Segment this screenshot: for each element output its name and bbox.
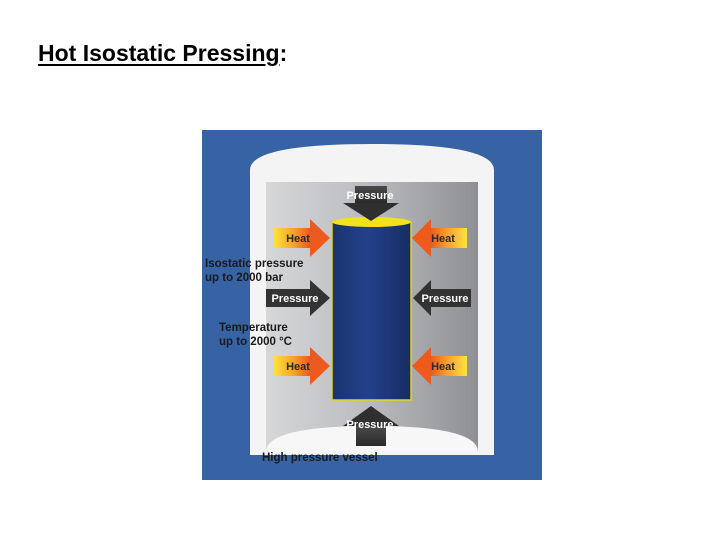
temperature-line1: Temperature <box>219 322 288 334</box>
heat-label-left-top: Heat <box>286 233 310 245</box>
pressure-arrow-right: Pressure <box>413 280 471 316</box>
heat-arrow-left-bottom: Heat <box>274 347 330 385</box>
isostatic-pressure-line1: Isostatic pressure <box>205 258 303 270</box>
pressure-arrow-left: Pressure <box>266 280 330 316</box>
pressure-arrow-top: Pressure <box>343 186 399 221</box>
heat-arrow-right-top: Heat <box>412 219 467 257</box>
slide-title-colon: : <box>279 40 288 66</box>
vessel-label: High pressure vessel <box>262 452 378 464</box>
temperature-line2: up to 2000 °C <box>219 336 292 348</box>
pressure-label-bottom: Pressure <box>346 419 393 431</box>
isostatic-pressure-line2: up to 2000 bar <box>205 272 283 284</box>
workpiece-top <box>332 217 411 227</box>
heat-label-right-bottom: Heat <box>431 361 455 373</box>
hip-diagram-svg: Pressure Pressure Pressure Pressure Heat… <box>202 130 542 480</box>
pressure-label-left: Pressure <box>271 293 318 305</box>
slide-title-text: Hot Isostatic Pressing <box>38 40 280 66</box>
workpiece <box>331 221 412 401</box>
heat-label-right-top: Heat <box>431 233 455 245</box>
heat-arrow-right-bottom: Heat <box>412 347 467 385</box>
heat-label-left-bottom: Heat <box>286 361 310 373</box>
pressure-label-top: Pressure <box>346 190 393 202</box>
heat-arrow-left-top: Heat <box>274 219 330 257</box>
pressure-arrow-bottom: Pressure <box>343 406 399 446</box>
slide-title: Hot Isostatic Pressing: <box>38 40 287 67</box>
pressure-label-right: Pressure <box>421 293 468 305</box>
hip-diagram: Pressure Pressure Pressure Pressure Heat… <box>202 130 542 480</box>
